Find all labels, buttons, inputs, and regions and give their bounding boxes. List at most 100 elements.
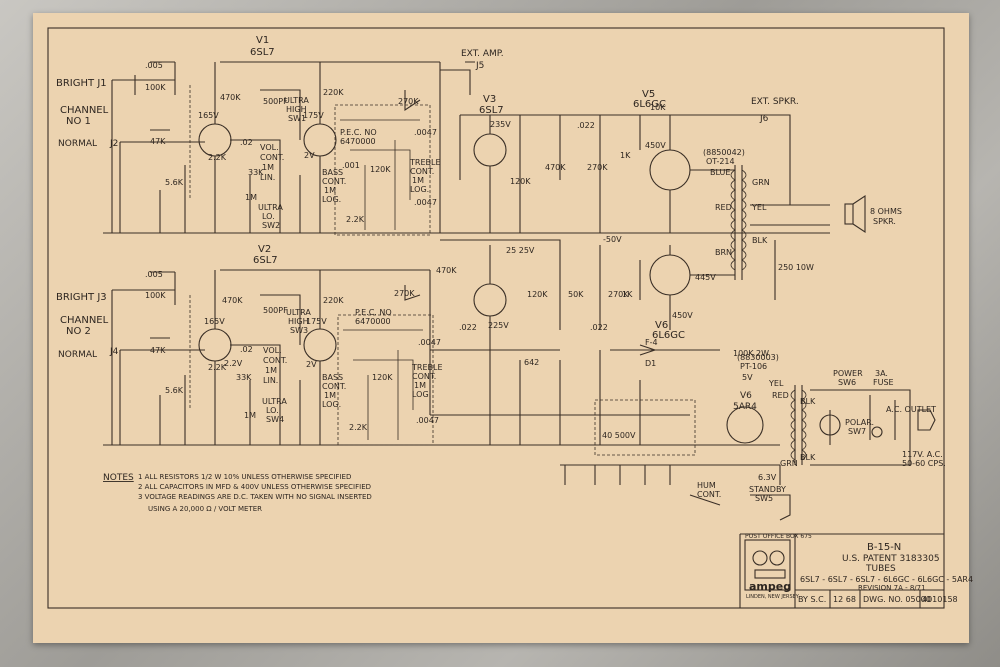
res-47k-1: 47K [150, 137, 166, 146]
ch2-tone-stack [343, 329, 423, 440]
cap-500pf-2: 500PF [263, 306, 288, 315]
v6-type: 6L6GC [652, 330, 685, 341]
bass1-cont: CONT. [322, 177, 346, 186]
vol1-label: VOL. [260, 143, 279, 152]
filter-caps [489, 340, 641, 445]
v1-type: 6SL7 [250, 47, 275, 58]
ch1-pec-board [334, 104, 431, 236]
bright-j1-label: BRIGHT J1 [56, 78, 107, 89]
res-22k-2: 2.2K [208, 363, 227, 372]
tube-v3 [473, 115, 507, 340]
res-1k-screen1: 1K [620, 151, 631, 160]
ac-outlet-label: A.C. OUTLET [886, 405, 936, 414]
wire-blk-pt: BLK [800, 397, 816, 406]
ch1-tone-stack [340, 119, 420, 230]
res-50k-pi: 50K [568, 290, 584, 299]
res-120k-tone2: 120K [372, 373, 393, 382]
v5-ref: V5 [642, 89, 655, 100]
res-22k-tone1: 2.2K [346, 215, 365, 224]
wire-red-ot: RED [715, 203, 732, 212]
bass1-value: 1M [324, 186, 336, 195]
diode-d1: D1 [645, 359, 656, 368]
treble2-value: 1M [414, 381, 426, 390]
res-270k-pi: 270K [587, 163, 608, 172]
cap-500pf-1: 500PF [263, 97, 288, 106]
res-220k-v1: 220K [323, 88, 344, 97]
input-grid-leak-2 [159, 375, 186, 445]
ultra-lo-2b: LO. [266, 406, 279, 415]
filter-cap-can [594, 399, 696, 456]
pt-part: (8830003) [737, 353, 779, 362]
bias-supply [610, 344, 720, 356]
pec1-number: 6470000 [340, 137, 376, 146]
res-120k-tone1: 120K [370, 165, 391, 174]
input-resistor-1 [150, 129, 205, 143]
note-3: 3 VOLTAGE READINGS ARE D.C. TAKEN WITH N… [138, 493, 372, 501]
volt-175-1: 175V [303, 111, 324, 120]
bright-j3-label: BRIGHT J3 [56, 292, 107, 303]
title-block [739, 533, 944, 608]
heater-string [560, 464, 781, 485]
v2-type: 6SL7 [253, 255, 278, 266]
input-jack-j1 [111, 75, 136, 233]
cap-40-500: 40 500V [602, 431, 636, 440]
wire-yel-ot: YEL [751, 203, 767, 212]
ext-amp-label: EXT. AMP. [461, 49, 504, 59]
ext-spkr-label: EXT. SPKR. [751, 97, 799, 107]
input-jack-j3 [111, 289, 135, 445]
v5-type: 6L6GC [633, 99, 666, 110]
vol1-taper: LIN. [260, 173, 275, 182]
ultra-high-1c: SW1 [288, 114, 306, 123]
res-120k-pi1: 120K [510, 177, 531, 186]
volt-165-2: 165V [204, 317, 225, 326]
mains-wiring [810, 389, 911, 466]
ultra-high-1b: HIGH [286, 105, 307, 114]
vol2-cont: CONT. [263, 356, 287, 365]
ultra-lo-2: ULTRA [262, 397, 287, 406]
v2-ref: V2 [258, 244, 271, 255]
pec2-number: 6470000 [355, 317, 391, 326]
v6r-type: 5AR4 [733, 402, 757, 412]
phase-inverter-wiring [440, 115, 601, 330]
channel-2-no: NO 2 [66, 326, 91, 337]
ultra-lo-1: ULTRA [258, 203, 283, 212]
revision: REVISION 7A - 8/71 [858, 584, 926, 592]
volt-2v-2: 2V [306, 360, 317, 369]
treble2-label: TREBLE [411, 363, 443, 372]
polarity-switch-icon [871, 426, 883, 438]
res-470k-fb: 470K [436, 266, 457, 275]
volt-235: 235V [490, 120, 511, 129]
j5-label: J5 [475, 61, 484, 71]
res-470k-v1: 470K [220, 93, 241, 102]
bass1-taper: LOG. [322, 195, 341, 204]
ch1-stage-wiring [230, 89, 301, 233]
vol1-cont: CONT. [260, 153, 284, 162]
input-resistor-2 [150, 337, 205, 351]
channel-2-label: CHANNEL [60, 315, 109, 326]
standby-switch [689, 494, 791, 521]
logo-wordmark: ampeg [749, 580, 791, 593]
res-56k-2: 5.6K [165, 386, 184, 395]
power-transformer [790, 385, 807, 465]
volt-5v: 5V [742, 373, 753, 382]
volt-165-1: 165V [198, 111, 219, 120]
standby-id: SW5 [755, 494, 773, 503]
ext-amp-jack [440, 61, 475, 95]
res-270k-pi2: 270K [608, 290, 629, 299]
wire-blk-pt2: BLK [800, 453, 816, 462]
vol1-value: 1M [262, 163, 274, 172]
mains-freq: 50-60 CPS. [902, 459, 946, 468]
res-642: 642 [524, 358, 539, 367]
wire-grn-pt: GRN [780, 459, 798, 468]
fuse-label: FUSE [873, 378, 894, 387]
treble1-value: 1M [412, 176, 424, 185]
ch1-mix-resistor [404, 90, 421, 112]
volt-2v-1: 2V [304, 151, 315, 160]
volt-63: 6.3V [758, 473, 777, 482]
treble1-label: TREBLE [409, 158, 441, 167]
notes-heading: NOTES [103, 473, 134, 483]
res-250-10w: 250 10W [778, 263, 814, 272]
drawn-by: BY S.C. [798, 595, 826, 604]
res-100k-1: 100K [145, 83, 166, 92]
cap-0047-1b: .0047 [414, 198, 437, 207]
